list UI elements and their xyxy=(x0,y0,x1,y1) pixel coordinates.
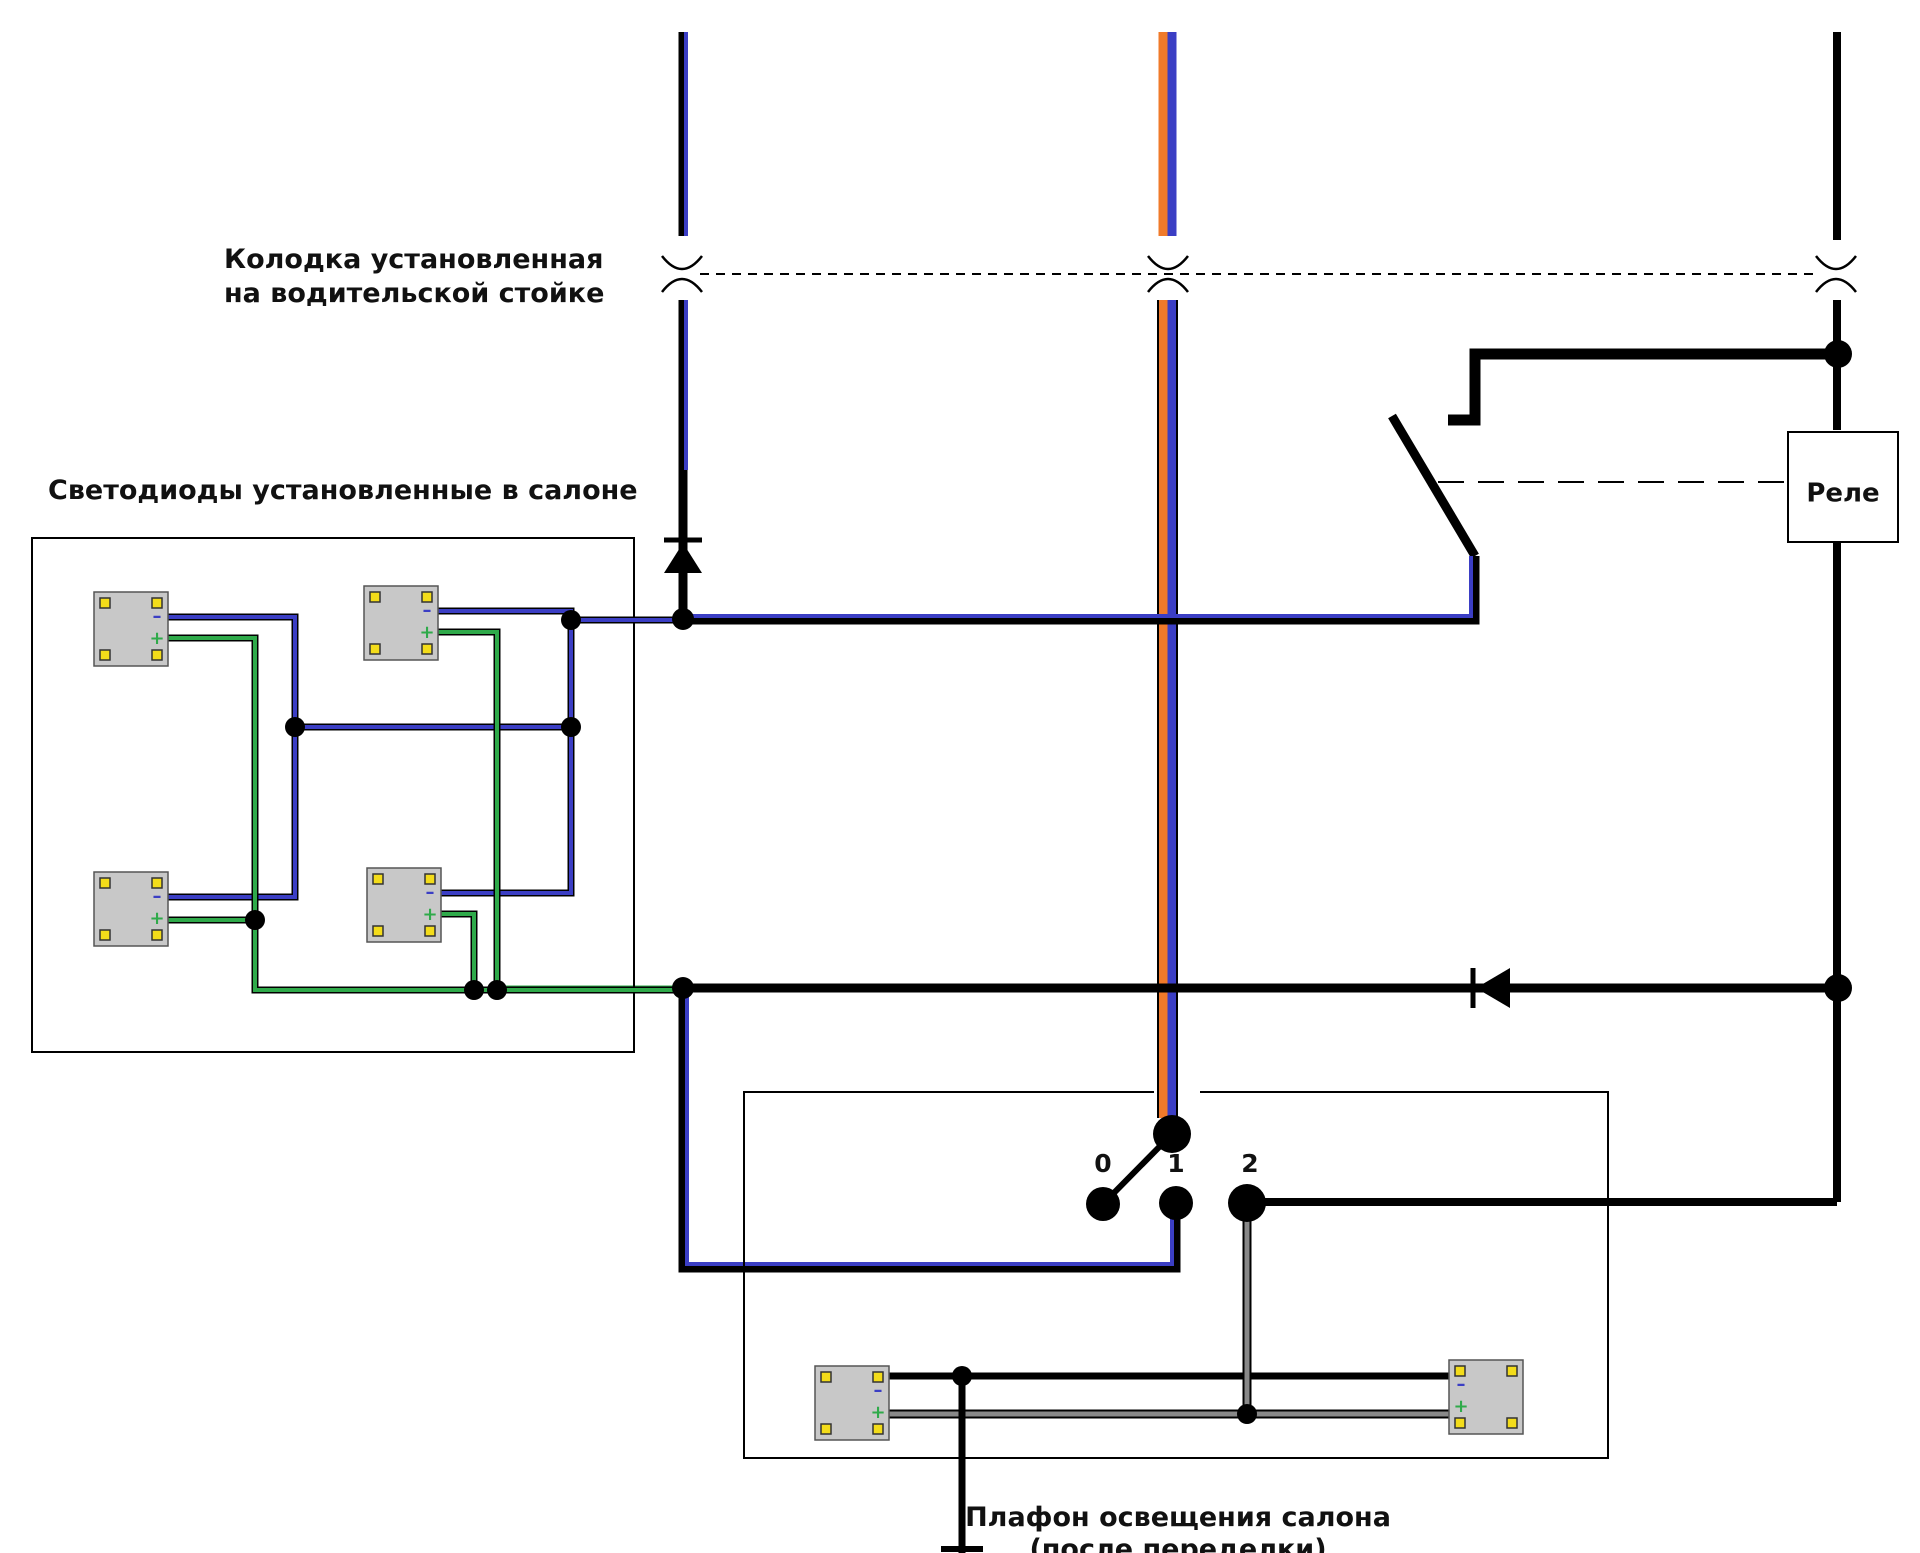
label-connector-block: Колодка установленная на водительской ст… xyxy=(224,244,604,309)
junction-dot xyxy=(245,910,265,930)
diode-upper xyxy=(664,537,702,573)
switch-terminal-1 xyxy=(1159,1186,1193,1220)
led-plus-sign: + xyxy=(1453,1396,1468,1417)
wire-blue-loop xyxy=(678,988,1181,1273)
wire-center-orange-blue xyxy=(1157,32,1178,1118)
led-top-left: – + xyxy=(93,591,169,667)
connector-block xyxy=(661,255,1857,293)
lamp-led-right: – + xyxy=(1448,1359,1524,1435)
junction-dot xyxy=(1824,340,1852,368)
label-connector-block-line1: Колодка установленная xyxy=(224,244,603,275)
relay-box: Реле xyxy=(1787,431,1899,543)
switch-position-1: 1 xyxy=(1167,1149,1184,1178)
label-connector-block-line2: на водительской стойке xyxy=(224,278,604,309)
junction-dots xyxy=(245,340,1852,1424)
connector-socket-center xyxy=(1147,255,1189,293)
led-minus-sign: – xyxy=(153,886,162,907)
led-plus-sign: + xyxy=(419,622,434,643)
led-minus-sign: – xyxy=(423,600,432,621)
led-plus-sign: + xyxy=(422,904,437,925)
led-top-right: – + xyxy=(363,585,439,661)
junction-dot xyxy=(561,610,581,630)
wire-left-vertical xyxy=(678,32,688,615)
junction-dot xyxy=(672,608,694,630)
junction-dot xyxy=(952,1366,972,1386)
led-minus-sign: – xyxy=(1457,1374,1466,1395)
cabin-led-panel xyxy=(31,537,635,1053)
cabin-led-wiring xyxy=(168,607,683,994)
led-plus-sign: + xyxy=(149,908,164,929)
junction-dot xyxy=(487,980,507,1000)
connector-socket-left xyxy=(661,255,703,293)
led-plus-sign: + xyxy=(149,628,164,649)
selector-switch: 0 1 2 xyxy=(1086,1115,1266,1222)
relay-contact xyxy=(683,348,1837,625)
led-bottom-left: – + xyxy=(93,871,169,947)
switch-terminal-0 xyxy=(1086,1187,1120,1221)
led-plus-sign: + xyxy=(870,1402,885,1423)
switch-position-0: 0 xyxy=(1094,1149,1111,1178)
ceiling-lamp-frame xyxy=(743,1091,1609,1459)
label-ceiling-lamp-line1: Плафон освещения салона xyxy=(965,1502,1391,1533)
led-minus-sign: – xyxy=(426,882,435,903)
junction-dot xyxy=(285,717,305,737)
label-ceiling-lamp: Плафон освещения салона (после переделки… xyxy=(965,1502,1391,1553)
junction-dot xyxy=(464,980,484,1000)
led-bottom-right: – + xyxy=(366,867,442,943)
connector-socket-right xyxy=(1815,255,1857,293)
ceiling-lamp-wiring xyxy=(889,1203,1449,1553)
junction-dot xyxy=(1824,974,1852,1002)
switch-common-terminal xyxy=(1153,1115,1191,1153)
wire-right-vertical xyxy=(1240,32,1841,1206)
relay-label: Реле xyxy=(1806,479,1879,509)
lamp-led-left: – + xyxy=(814,1365,890,1441)
switch-position-2: 2 xyxy=(1241,1149,1258,1178)
led-minus-sign: – xyxy=(153,606,162,627)
diode-lower xyxy=(1470,968,1510,1008)
led-minus-sign: – xyxy=(874,1380,883,1401)
label-ceiling-lamp-line2: (после переделки) xyxy=(1029,1534,1326,1553)
switch-terminal-2 xyxy=(1228,1184,1266,1222)
junction-dot xyxy=(1237,1404,1257,1424)
junction-dot xyxy=(561,717,581,737)
junction-dot xyxy=(672,977,694,999)
label-cabin-leds: Светодиоды установленные в салоне xyxy=(48,475,638,506)
